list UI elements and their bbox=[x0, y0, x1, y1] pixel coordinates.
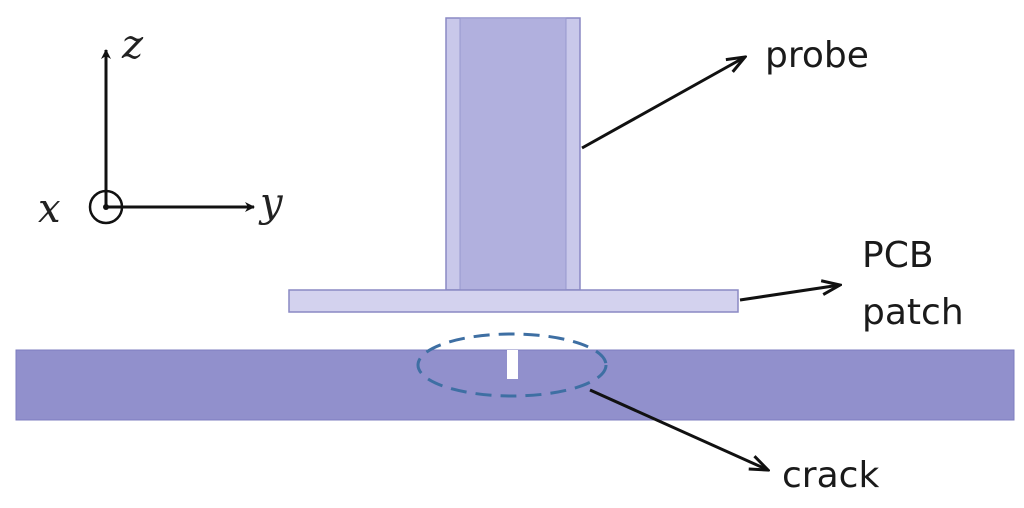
crack-notch bbox=[507, 350, 518, 379]
crack-label: crack bbox=[782, 455, 879, 496]
pcb-label-line1: PCB bbox=[862, 235, 934, 276]
probe-core bbox=[459, 17, 567, 291]
pcb-callout-arrow bbox=[739, 285, 840, 302]
pcb-patch bbox=[288, 289, 739, 313]
x-axis-dot bbox=[103, 204, 109, 210]
probe-callout-arrow bbox=[581, 57, 745, 150]
pcb-label-line2: patch bbox=[862, 292, 964, 333]
crack-highlight-ellipse bbox=[416, 332, 608, 398]
z-axis-label: z bbox=[121, 22, 144, 68]
probe-label: probe bbox=[765, 35, 869, 76]
x-axis-label: x bbox=[38, 186, 61, 232]
coordinate-axes: z y x bbox=[38, 22, 284, 232]
crack-callout-arrow bbox=[589, 388, 768, 470]
probe bbox=[445, 17, 581, 291]
x-axis-out-of-page-symbol bbox=[88, 189, 124, 225]
y-axis-label: y bbox=[258, 180, 284, 226]
